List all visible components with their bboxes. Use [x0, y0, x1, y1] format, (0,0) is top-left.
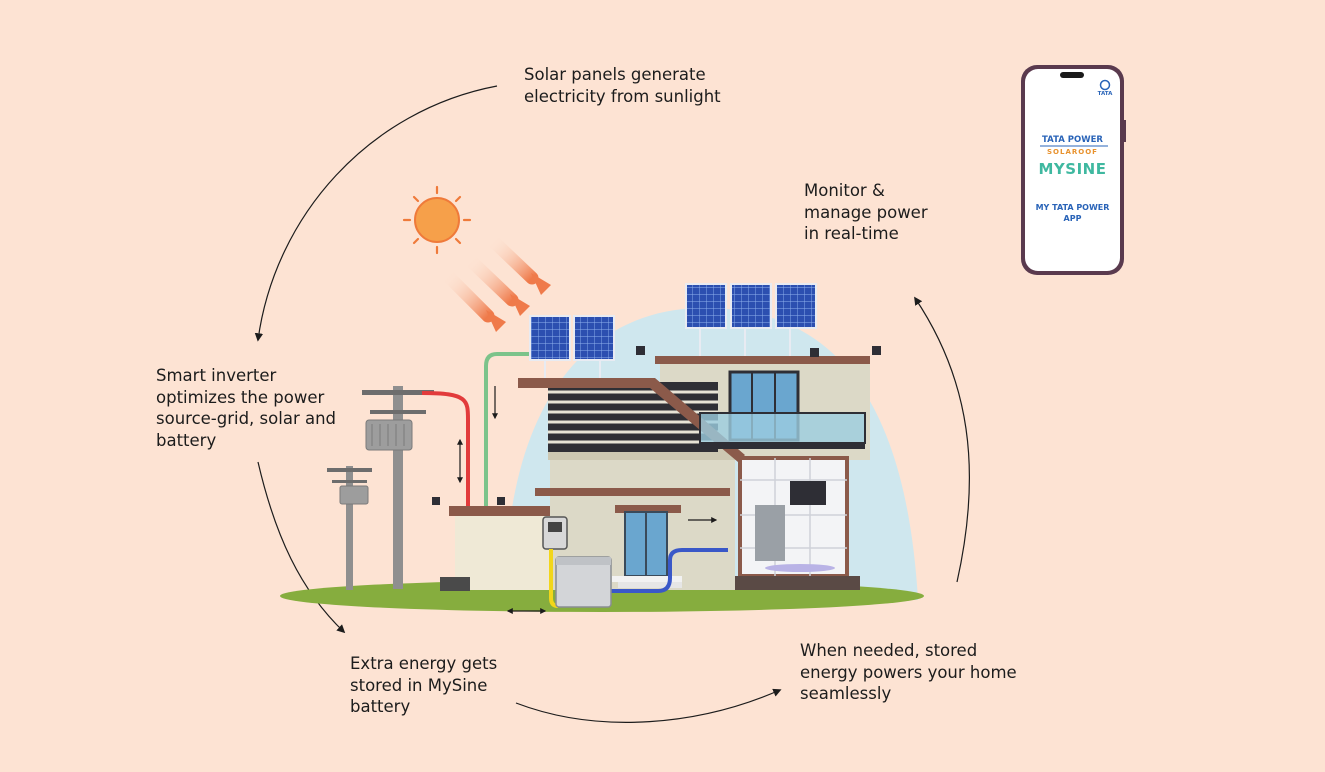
- tata-power-logo: TATA POWER: [1042, 135, 1103, 145]
- smartphone: [1021, 65, 1126, 275]
- mysine-logo: MYSINE: [1038, 160, 1107, 178]
- balcony-railing: [699, 412, 866, 444]
- app-name-line2: APP: [1063, 214, 1082, 223]
- sun-icon: [402, 185, 472, 255]
- caption-smart-inverter: Smart inverter optimizes the power sourc…: [156, 366, 337, 450]
- utility-pole-small: [327, 466, 372, 590]
- cycle-arrow-home-to-monitor: [914, 296, 971, 583]
- tata-corner-logo-icon: [1099, 79, 1111, 91]
- caption-solar-panels: Solar panels generate electricity from s…: [524, 65, 721, 106]
- solar-panel-left-2: [573, 315, 615, 361]
- solaroof-label: SOLAROOF: [1047, 148, 1098, 156]
- smart-inverter: [542, 516, 568, 550]
- home-wire: [610, 548, 728, 593]
- utility-pole-large: [362, 386, 434, 589]
- wall-lights: [432, 346, 881, 505]
- solar-panel-right-3: [775, 283, 817, 329]
- garage-wall: [455, 514, 555, 590]
- cycle-arrow-solar-to-inverter: [254, 85, 498, 342]
- caption-battery-storage: Extra energy gets stored in MySine batte…: [350, 654, 498, 716]
- app-name-line1: MY TATA POWER: [1035, 203, 1110, 212]
- caption-stored-energy: When needed, stored energy powers your h…: [800, 641, 1017, 703]
- cycle-arrow-battery-to-home: [515, 688, 782, 723]
- caption-monitor: Monitor & manage power in real-time: [804, 181, 928, 243]
- solar-panel-right-2: [730, 283, 772, 329]
- phone-screen: TATA TATA POWER SOLAROOF MYSINE MY TATA …: [1025, 69, 1120, 271]
- solar-panel-right-1: [685, 283, 727, 329]
- solar-panel-left-1: [529, 315, 571, 361]
- phone-corner-logo: TATA: [1097, 91, 1113, 97]
- sunlight-rays: [440, 233, 551, 332]
- cycle-arrow-inverter-to-battery: [257, 461, 346, 634]
- mysine-battery: [555, 556, 612, 608]
